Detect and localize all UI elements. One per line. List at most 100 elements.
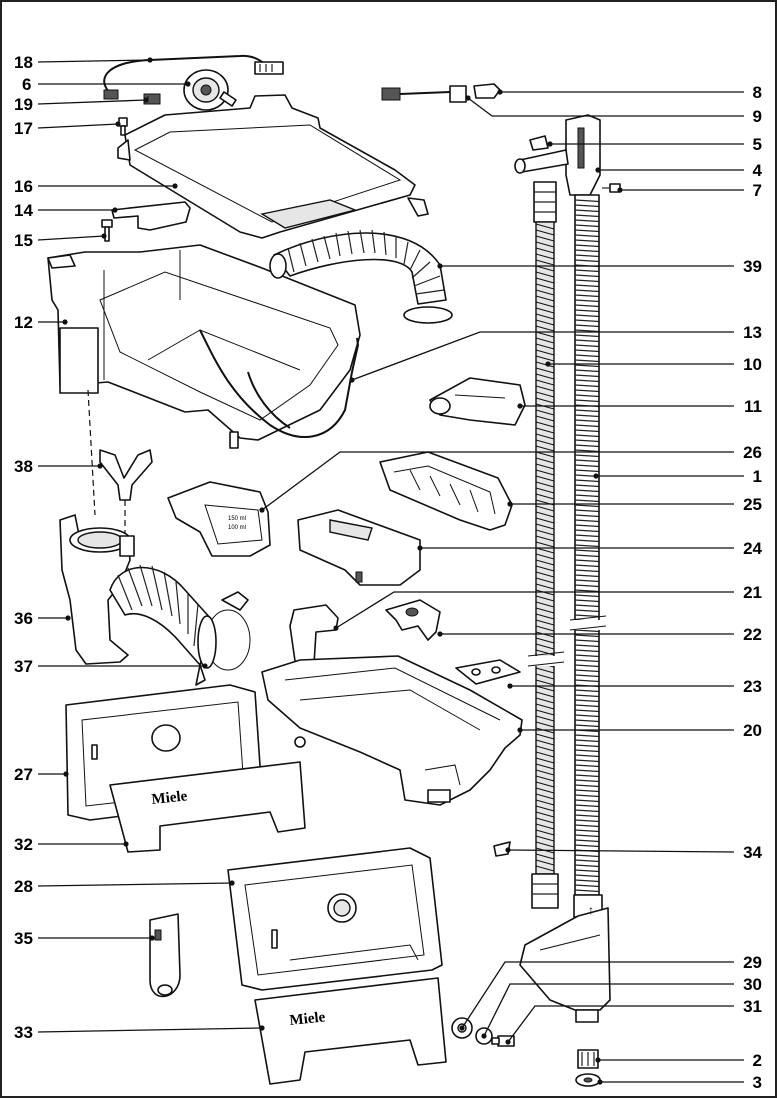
braid-strand [535, 349, 555, 356]
hose-rib [574, 204, 600, 208]
callout-36: 36 [14, 609, 33, 628]
part-2-nut [575, 1009, 599, 1069]
hose-rib [574, 549, 600, 553]
braid-strand [535, 253, 555, 260]
braid-strand [535, 775, 555, 782]
hose-rib [574, 574, 600, 578]
leader-dot-38 [97, 463, 103, 469]
leader-29 [461, 961, 734, 1029]
braid-strand [535, 781, 555, 788]
leader-dot-1 [593, 473, 599, 479]
hose-rib [574, 339, 600, 343]
hose-rib [574, 509, 600, 513]
callout-38: 38 [14, 457, 33, 476]
callout-30: 30 [743, 975, 762, 994]
hose-rib [574, 654, 600, 658]
hose-rib [574, 504, 600, 508]
braid-strand [535, 517, 555, 524]
braid-strand [535, 271, 555, 278]
braid-strand [535, 619, 555, 626]
callout-5: 5 [753, 135, 762, 154]
hose-rib [574, 269, 600, 273]
hose-rib [574, 734, 600, 738]
callout-27: 27 [14, 765, 33, 784]
leader-dot-20 [517, 727, 523, 733]
braid-strand [535, 421, 555, 428]
leader-dot-36 [65, 615, 71, 621]
braid-strand [535, 769, 555, 776]
leader-dot-10 [545, 361, 551, 367]
hose-rib [574, 384, 600, 388]
part-16-top-cover [117, 94, 429, 239]
braid-strand [535, 265, 555, 272]
part-37-bellows-clamp [109, 564, 251, 686]
hose-rib [574, 334, 600, 338]
part-14-bracket [111, 201, 191, 231]
leader-13 [351, 331, 734, 381]
hose-rib [574, 719, 600, 723]
part-36-inlet-pipe [59, 514, 135, 665]
leader-dot-33 [259, 1025, 265, 1031]
part-13-wire-guide [199, 329, 360, 438]
hose-rib [574, 779, 600, 783]
hose-rib [574, 284, 600, 288]
braid-strand [535, 457, 555, 464]
callout-6: 6 [22, 75, 31, 94]
braid-strand [535, 691, 555, 698]
braid-strand [535, 343, 555, 350]
leader-31 [507, 1005, 734, 1043]
braid-strand [535, 829, 555, 836]
braid-strand [535, 673, 555, 680]
braid-strand [535, 547, 555, 554]
braid-strand [535, 367, 555, 374]
hose-rib [574, 484, 600, 488]
miele-logo-lower: Miele [289, 1009, 327, 1029]
part-6-inlet-valve [183, 69, 237, 111]
hose-rib [574, 764, 600, 768]
hose-rib [574, 579, 600, 583]
callout-22: 22 [743, 625, 762, 644]
hose-rib [574, 769, 600, 773]
braid-strand [535, 325, 555, 332]
hose-rib [574, 754, 600, 758]
callout-32: 32 [14, 835, 33, 854]
braid-strand [535, 751, 555, 758]
hose-rib [574, 529, 600, 533]
leader-dot-39 [437, 263, 443, 269]
hose-break-marks [527, 615, 607, 667]
braid-strand [535, 643, 555, 650]
hose-rib [574, 644, 600, 648]
callout-12: 12 [14, 313, 33, 332]
hose-rib [574, 514, 600, 518]
leader-dot-14 [112, 207, 118, 213]
braid-strand [535, 841, 555, 848]
braid-strand [535, 463, 555, 470]
hose-rib [574, 544, 600, 548]
callout-33: 33 [14, 1023, 33, 1042]
callout-8: 8 [753, 83, 762, 102]
hose-rib [574, 699, 600, 703]
hose-rib [574, 609, 600, 613]
braid-strand [535, 715, 555, 722]
callout-37: 37 [14, 657, 33, 676]
braid-strand [535, 259, 555, 266]
hose-rib [574, 659, 600, 663]
part-1-corrugated-hose: ↑ [519, 194, 611, 1011]
hose-rib [574, 534, 600, 538]
braid-strand [535, 277, 555, 284]
braid-strand [535, 505, 555, 512]
hose-rib [574, 564, 600, 568]
hose-rib [574, 869, 600, 873]
hose-rib [574, 299, 600, 303]
hose-rib [574, 599, 600, 603]
braid-strand [535, 523, 555, 530]
braid-strand [535, 241, 555, 248]
braid-strand [535, 823, 555, 830]
braid-strand [535, 307, 555, 314]
part-22-siphon-cap [385, 599, 441, 641]
hose-rib [574, 639, 600, 643]
hose-rib [574, 819, 600, 823]
hose-rib [574, 234, 600, 238]
leader-9 [467, 97, 744, 117]
